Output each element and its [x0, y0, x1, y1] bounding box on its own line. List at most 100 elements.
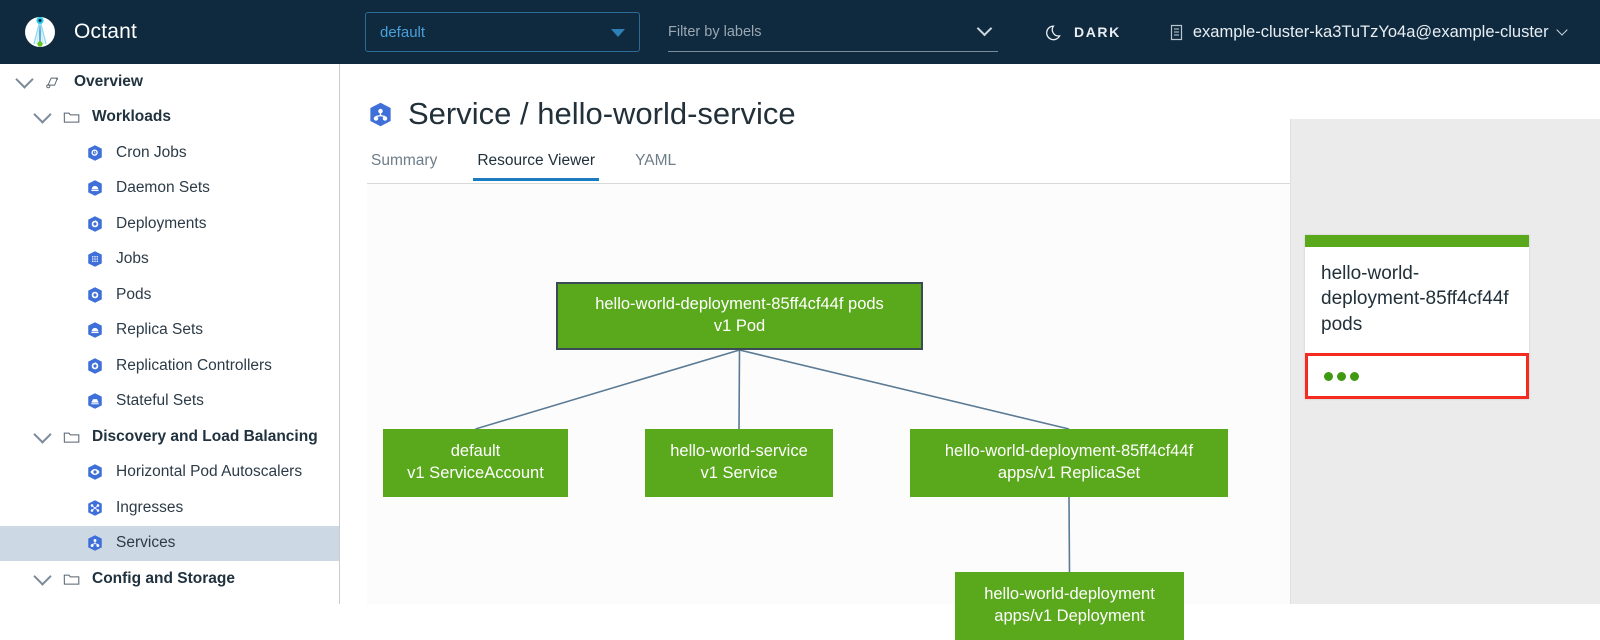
octant-logo-icon	[20, 12, 60, 52]
graph-node-kind: v1 ServiceAccount	[407, 464, 544, 482]
tab-summary[interactable]: Summary	[371, 152, 438, 169]
namespace-value: default	[380, 23, 426, 41]
brand-name: Octant	[74, 20, 138, 43]
sidebar-item-label: Overview	[74, 72, 143, 90]
overview-icon	[46, 77, 59, 88]
pod-icon	[88, 286, 102, 303]
sidebar-item-horizontal-pod-autoscalers[interactable]: Horizontal Pod Autoscalers	[0, 455, 339, 491]
chevron-down-icon[interactable]	[33, 425, 52, 444]
sidebar-item-discovery-and-load-balancing[interactable]: Discovery and Load Balancing	[0, 419, 339, 455]
graph-node-kind: apps/v1 Deployment	[994, 607, 1145, 625]
sidebar-item-icon	[86, 463, 104, 481]
sidebar-item-icon	[86, 286, 104, 304]
sidebar-item-icon	[63, 572, 80, 586]
status-dot	[1350, 371, 1359, 381]
job-icon	[88, 251, 102, 268]
label-filter-input[interactable]: Filter by labels	[668, 12, 998, 52]
theme-toggle[interactable]: DARK	[1046, 23, 1121, 42]
sidebar-item-jobs[interactable]: Jobs	[0, 242, 339, 278]
statefulset-icon	[88, 393, 102, 410]
replicationcontroller-icon	[88, 357, 102, 374]
graph-edge	[739, 349, 1070, 430]
sidebar-item-icon	[86, 499, 104, 517]
caret-down-icon	[611, 29, 625, 37]
sidebar-item-label: Cron Jobs	[116, 143, 187, 161]
status-dot	[1324, 371, 1333, 381]
graph-node-deployment[interactable]: hello-world-deployment apps/v1 Deployment	[955, 572, 1184, 640]
chevron-down-icon	[1555, 24, 1568, 36]
sidebar-item-label: Services	[116, 534, 176, 552]
detail-card-status	[1305, 353, 1529, 400]
graph-node-sa[interactable]: default v1 ServiceAccount	[383, 429, 568, 497]
sidebar-item-stateful-sets[interactable]: Stateful Sets	[0, 384, 339, 420]
theme-toggle-label: DARK	[1074, 24, 1121, 40]
sidebar-item-label: Workloads	[92, 108, 171, 126]
tab-resource-viewer[interactable]: Resource Viewer	[473, 152, 599, 181]
cronjob-icon	[88, 144, 102, 161]
cluster-name: example-cluster-ka3TuTzYo4a@example-clus…	[1192, 22, 1549, 41]
sidebar-item-icon	[86, 357, 104, 375]
sidebar-item-label: Horizontal Pod Autoscalers	[116, 463, 303, 481]
label-filter-placeholder: Filter by labels	[668, 23, 762, 40]
sidebar-item-daemon-sets[interactable]: Daemon Sets	[0, 171, 339, 207]
cluster-icon	[1170, 24, 1182, 40]
tab-divider	[367, 183, 1541, 184]
sidebar-item-deployments[interactable]: Deployments	[0, 206, 339, 242]
detail-card[interactable]: hello-world-deployment-85ff4cf44f pods	[1305, 235, 1529, 400]
graph-edge	[1068, 496, 1071, 573]
chevron-down-icon[interactable]	[33, 567, 52, 586]
page-title: Service / hello-world-service	[367, 96, 796, 132]
service-icon	[370, 102, 391, 126]
service-icon	[88, 535, 102, 552]
sidebar-item-icon	[86, 534, 104, 552]
sidebar-item-services[interactable]: Services	[0, 525, 339, 561]
top-bar: Octant default Filter by labels DARK exa…	[0, 0, 1600, 64]
folder-icon	[63, 112, 80, 123]
folder-icon	[63, 432, 80, 443]
sidebar-item-overview[interactable]: Overview	[0, 64, 339, 100]
sidebar-item-config-and-storage[interactable]: Config and Storage	[0, 561, 339, 597]
sidebar-item-icon	[86, 321, 104, 339]
chevron-down-icon[interactable]	[15, 70, 34, 89]
sidebar-item-icon	[63, 110, 80, 124]
sidebar-item-label: Replication Controllers	[116, 356, 272, 374]
sidebar-item-icon	[86, 144, 104, 162]
sidebar-item-replica-sets[interactable]: Replica Sets	[0, 313, 339, 349]
graph-edges	[475, 349, 1071, 573]
sidebar-item-label: Replica Sets	[116, 321, 204, 339]
sidebar-item-workloads[interactable]: Workloads	[0, 100, 339, 136]
sidebar-item-icon	[45, 75, 62, 89]
graph-node-name: hello-world-deployment-85ff4cf44f	[944, 442, 1194, 461]
detail-card-title: hello-world-deployment-85ff4cf44f pods	[1321, 263, 1509, 335]
sidebar-item-label: Deployments	[116, 214, 207, 232]
sidebar-item-pods[interactable]: Pods	[0, 277, 339, 313]
sidebar-item-replication-controllers[interactable]: Replication Controllers	[0, 348, 339, 384]
daemonset-icon	[88, 180, 102, 197]
tab-bar: Summary Resource Viewer YAML	[367, 152, 680, 181]
brand[interactable]: Octant	[0, 12, 340, 52]
sidebar-item-cron-jobs[interactable]: Cron Jobs	[0, 135, 339, 171]
sidebar-item-icon	[86, 250, 104, 268]
chevron-down-icon[interactable]	[33, 105, 52, 124]
graph-node-name: default	[450, 442, 501, 461]
sidebar-item-icon	[86, 215, 104, 233]
graph-node-name: hello-world-deployment	[984, 585, 1155, 604]
sidebar-item-label: Jobs	[116, 250, 149, 268]
tab-yaml[interactable]: YAML	[635, 152, 677, 169]
sidebar-item-label: Stateful Sets	[116, 392, 204, 410]
sidebar-item-icon	[63, 430, 80, 444]
detail-panel: hello-world-deployment-85ff4cf44f pods	[1290, 119, 1600, 604]
sidebar-item-ingresses[interactable]: Ingresses	[0, 490, 339, 526]
cluster-selector[interactable]: example-cluster-ka3TuTzYo4a@example-clus…	[1169, 22, 1568, 42]
namespace-select[interactable]: default	[365, 12, 640, 52]
sidebar-item-label: Daemon Sets	[116, 179, 210, 197]
graph-edge	[475, 349, 740, 430]
graph-node-name: hello-world-service	[670, 442, 808, 461]
deployment-icon	[88, 215, 102, 232]
moon-icon	[1046, 24, 1061, 40]
sidebar-item-label: Discovery and Load Balancing	[92, 427, 318, 445]
